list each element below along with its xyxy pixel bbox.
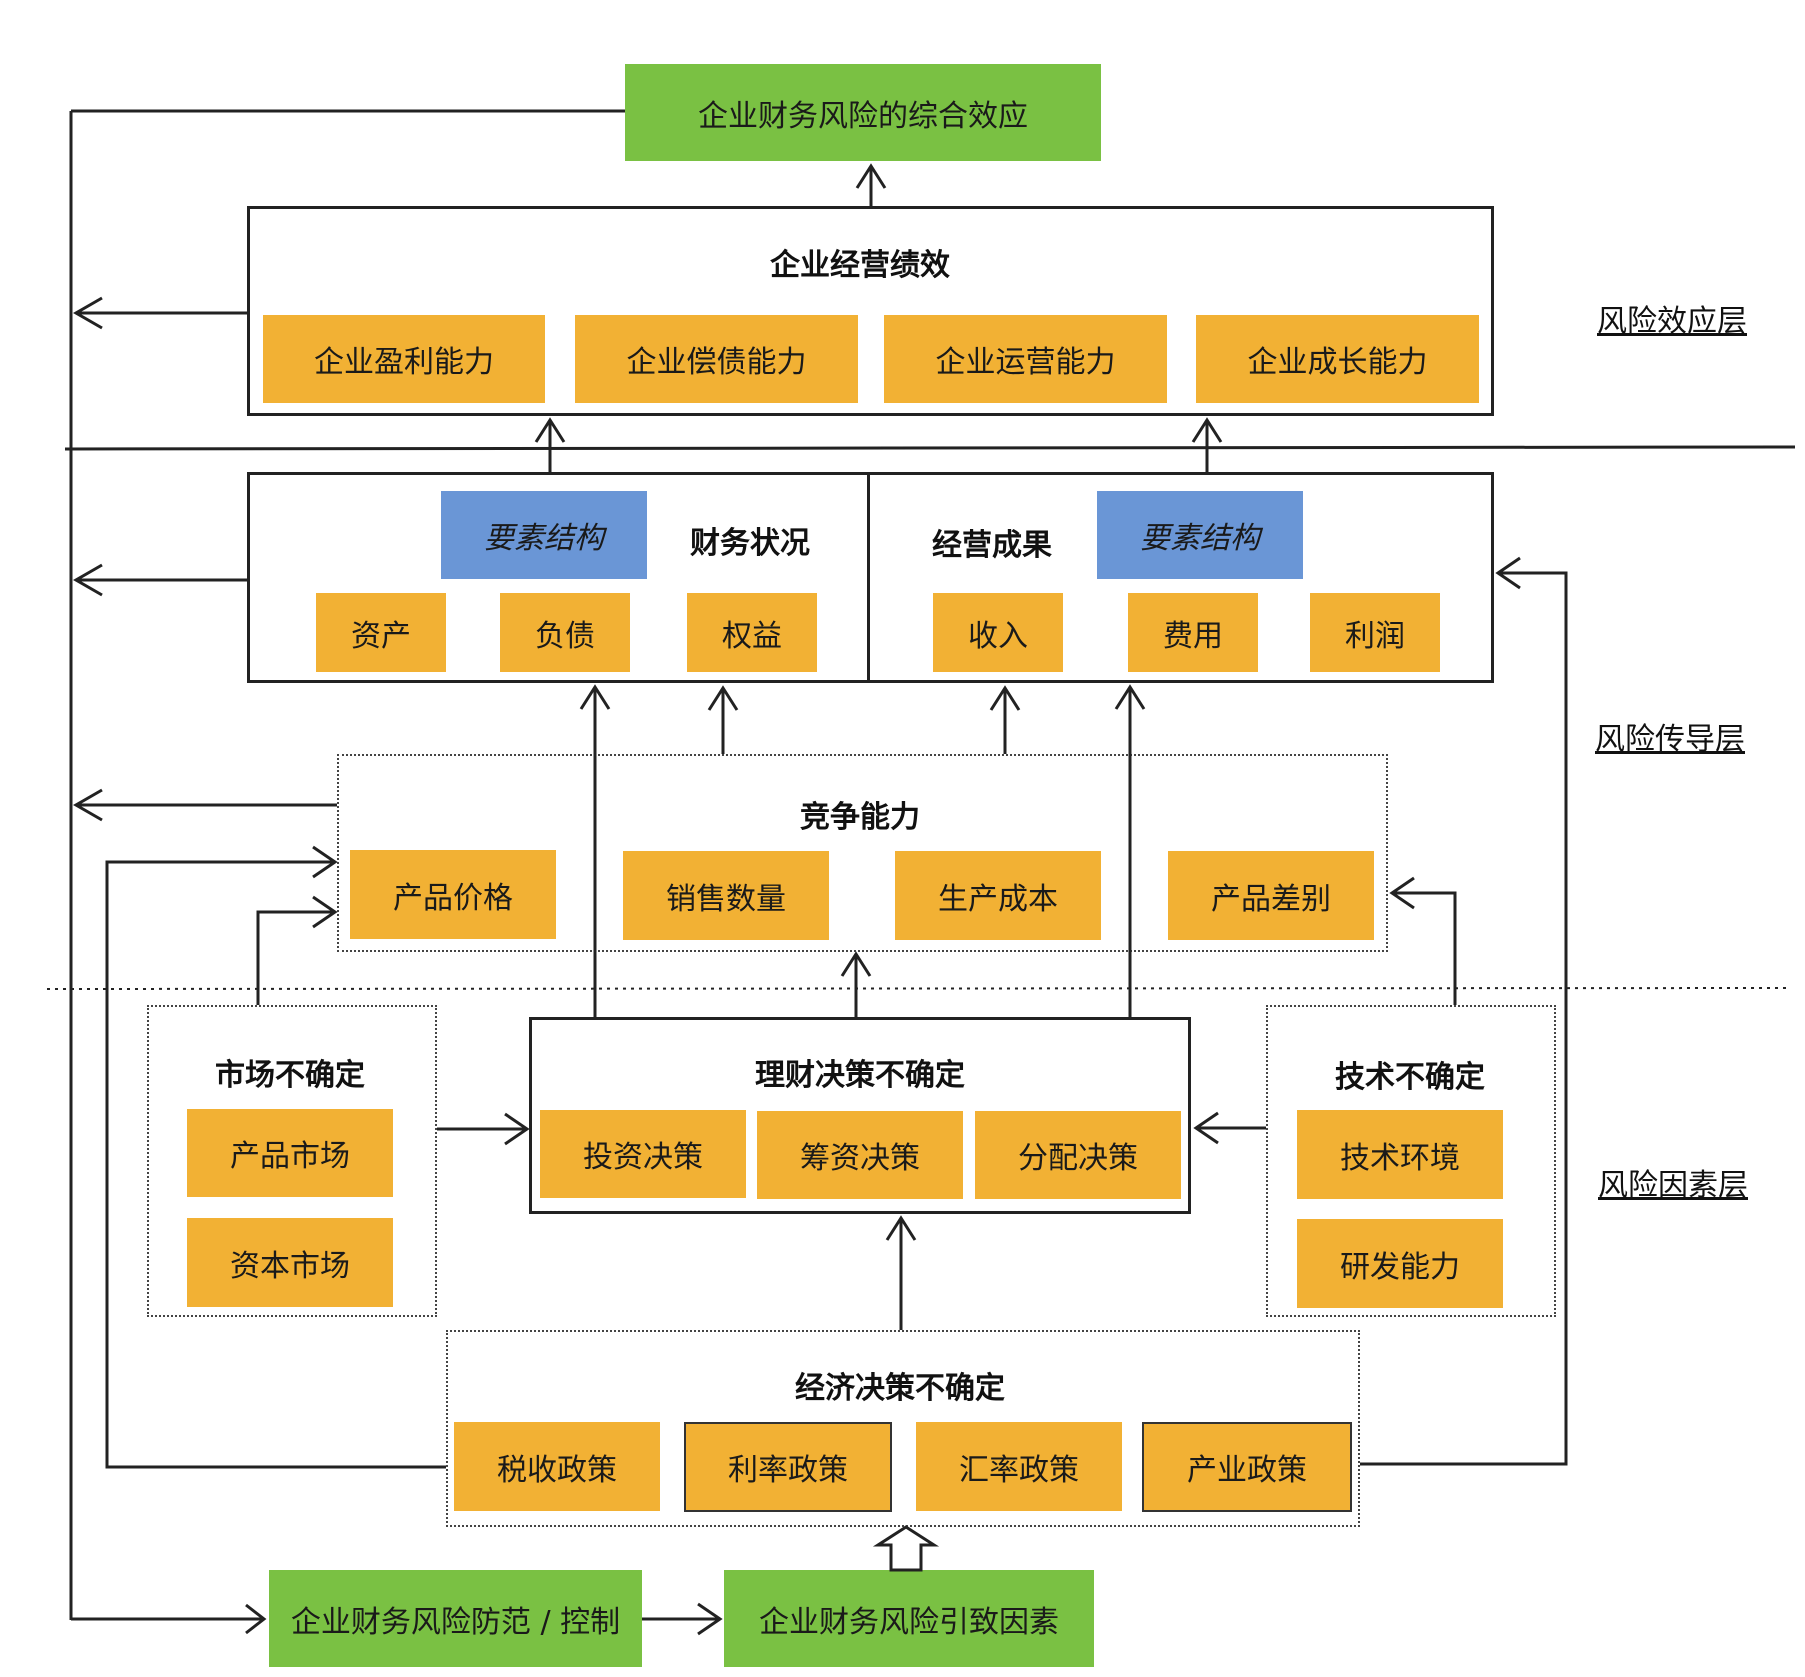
risk-control-box: 企业财务风险防范 / 控制: [269, 1570, 642, 1667]
connector-line: [1392, 891, 1457, 1005]
arrow-head: [697, 1602, 723, 1636]
connector-line: [1360, 571, 1568, 1466]
performance-item: 企业成长能力: [1196, 315, 1479, 403]
economic-item: 利率政策: [684, 1422, 892, 1512]
arrow-head: [72, 563, 103, 597]
competitiveness-item: 生产成本: [895, 851, 1101, 940]
arrow-head: [312, 845, 338, 879]
arrow-head: [885, 1215, 917, 1241]
competitiveness-item: 产品价格: [350, 850, 556, 939]
economic-item: 汇率政策: [916, 1422, 1122, 1511]
divider-line: [46, 987, 1791, 990]
operating-results-tag: 要素结构: [1097, 491, 1303, 579]
competitiveness-item: 产品差别: [1168, 851, 1374, 940]
technology-box: [1266, 1005, 1556, 1317]
layer-label-effect: 风险效应层: [1597, 304, 1747, 339]
financial-status-title: 财务状况: [690, 526, 810, 561]
performance-item: 企业运营能力: [884, 315, 1167, 403]
arrow-head: [1191, 417, 1223, 443]
performance-title: 企业经营绩效: [770, 248, 950, 283]
operating-item: 收入: [933, 593, 1063, 672]
arrow-head: [1389, 876, 1415, 910]
economic-item: 产业政策: [1142, 1422, 1352, 1512]
performance-item: 企业盈利能力: [263, 315, 545, 403]
competitiveness-title: 竞争能力: [800, 800, 920, 835]
performance-item: 企业偿债能力: [575, 315, 858, 403]
financial-status-tag: 要素结构: [441, 491, 647, 579]
arrow-head: [1114, 684, 1146, 710]
operating-item: 利润: [1310, 593, 1440, 672]
technology-item: 研发能力: [1297, 1219, 1503, 1308]
economic-box: [446, 1330, 1360, 1527]
arrow-head: [1495, 556, 1521, 590]
economic-item: 税收政策: [454, 1422, 660, 1511]
operating-item: 费用: [1128, 593, 1258, 672]
divider-line: [64, 445, 1796, 451]
market-box: [147, 1005, 437, 1317]
operating-results-box: [867, 472, 1494, 683]
arrow-head: [72, 296, 103, 330]
technology-title: 技术不确定: [1335, 1060, 1485, 1095]
market-title: 市场不确定: [215, 1058, 365, 1093]
technology-item: 技术环境: [1297, 1110, 1503, 1199]
arrow-head: [312, 895, 338, 929]
arrow-head: [504, 1112, 530, 1146]
operating-results-title: 经营成果: [932, 528, 1052, 563]
connector-line: [256, 910, 335, 1005]
arrow-head: [72, 788, 103, 822]
arrow-head: [989, 685, 1021, 711]
layer-label-conduct: 风险传导层: [1595, 722, 1745, 757]
arrow-head: [707, 685, 739, 711]
connector-line: [105, 860, 446, 1469]
economic-title: 经济决策不确定: [795, 1371, 1005, 1406]
arrow-head: [245, 1603, 267, 1635]
risk-factor-box: 企业财务风险引致因素: [724, 1570, 1094, 1667]
performance-box: [247, 206, 1494, 416]
competitiveness-box: [337, 754, 1388, 952]
arrow-head: [855, 163, 887, 189]
finance-decision-title: 理财决策不确定: [755, 1058, 965, 1093]
financial-item: 权益: [687, 593, 817, 672]
financial-item: 资产: [316, 593, 446, 672]
overall-effect-box: 企业财务风险的综合效应: [625, 64, 1101, 161]
competitiveness-item: 销售数量: [623, 851, 829, 940]
layer-label-factor: 风险因素层: [1598, 1168, 1748, 1203]
financial-item: 负债: [500, 593, 630, 672]
finance-decision-item: 投资决策: [540, 1110, 746, 1198]
arrow-head: [579, 684, 611, 710]
arrow-head: [840, 951, 872, 977]
arrow-head: [1193, 1111, 1219, 1145]
hollow-arrow: [872, 1525, 940, 1572]
arrow-head: [534, 417, 566, 443]
finance-decision-item: 筹资决策: [757, 1111, 963, 1199]
finance-decision-box: [529, 1017, 1191, 1214]
market-item: 资本市场: [187, 1218, 393, 1307]
finance-decision-item: 分配决策: [975, 1111, 1181, 1199]
market-item: 产品市场: [187, 1109, 393, 1197]
